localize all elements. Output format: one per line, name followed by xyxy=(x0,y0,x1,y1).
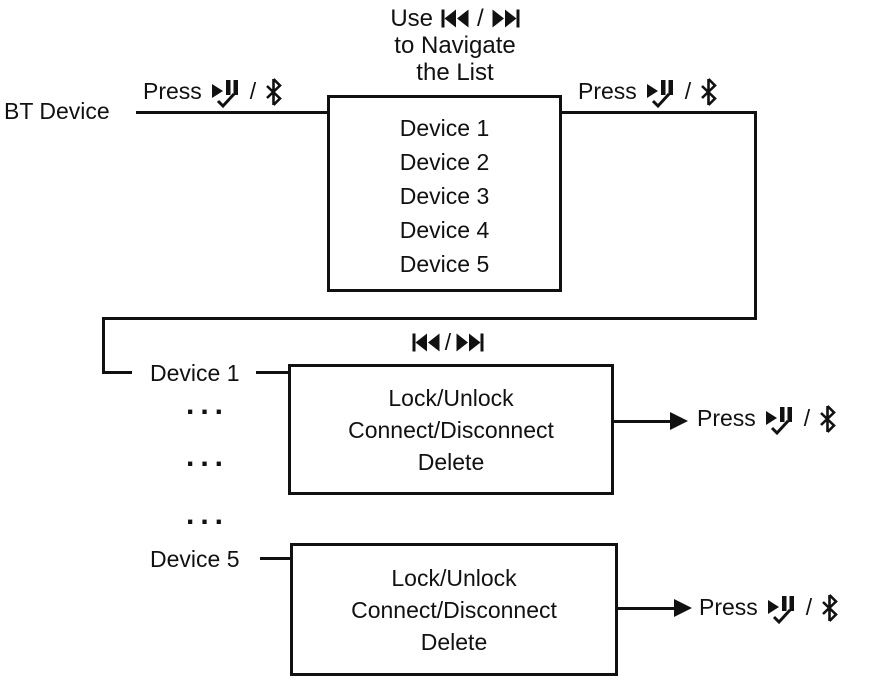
connector-box1-arrow xyxy=(612,420,672,423)
press-instruction-branch1: Press / xyxy=(697,403,837,436)
arrowhead-icon xyxy=(674,599,692,617)
slash-separator: / xyxy=(477,5,484,32)
device-list-item: Device 3 xyxy=(399,183,490,209)
device-list-box: Device 1 Device 2 Device 3 Device 4 Devi… xyxy=(327,95,562,292)
branch-device-label: Device 5 xyxy=(150,546,240,572)
press-instruction-right: Press / xyxy=(578,76,718,109)
branch-device-label: Device 1 xyxy=(150,360,240,386)
play-pause-check-icon xyxy=(646,78,676,109)
bt-device-label: BT Device xyxy=(4,98,110,124)
device-list-item: Device 5 xyxy=(399,251,490,277)
device-actions-box: Lock/Unlock Connect/Disconnect Delete xyxy=(288,364,614,495)
connector-btdevice-to-list xyxy=(136,111,328,114)
bluetooth-icon xyxy=(265,77,283,106)
device-list-item: Device 4 xyxy=(399,217,490,243)
press-instruction-left: Press / xyxy=(143,76,283,109)
title-use-text: Use xyxy=(390,5,433,32)
bluetooth-icon xyxy=(821,593,839,622)
connector-box2-arrow xyxy=(616,607,676,610)
slash-separator: / xyxy=(444,328,452,355)
bluetooth-icon xyxy=(819,404,837,433)
device-actions-box: Lock/Unlock Connect/Disconnect Delete xyxy=(290,543,618,676)
nav-icons-label: / xyxy=(392,328,504,355)
play-pause-check-icon xyxy=(767,594,797,625)
ellipsis-dots: ... xyxy=(186,388,230,421)
next-track-icon xyxy=(492,9,520,28)
press-instruction-branch2: Press / xyxy=(699,592,839,625)
slash-separator: / xyxy=(805,594,813,620)
device-list-item: Device 1 xyxy=(399,115,490,141)
connector-bottom-across xyxy=(102,317,757,320)
diagram-title: Use / to Navigate the List xyxy=(340,5,570,86)
action-item: Connect/Disconnect xyxy=(348,417,554,443)
press-label: Press xyxy=(697,405,756,431)
action-item: Lock/Unlock xyxy=(388,385,514,411)
action-item: Delete xyxy=(417,449,485,475)
press-label: Press xyxy=(143,78,202,104)
slash-separator: / xyxy=(803,405,811,431)
connector-left-down xyxy=(102,317,105,374)
play-pause-check-icon xyxy=(765,405,795,436)
press-label: Press xyxy=(699,594,758,620)
title-line-3: the List xyxy=(416,59,494,86)
bluetooth-icon xyxy=(700,77,718,106)
action-item: Lock/Unlock xyxy=(391,565,517,591)
action-item: Connect/Disconnect xyxy=(351,597,557,623)
arrowhead-icon xyxy=(670,412,688,430)
play-pause-check-icon xyxy=(211,78,241,109)
device-list-item: Device 2 xyxy=(399,149,490,175)
title-line-2: to Navigate xyxy=(394,32,516,59)
slash-separator: / xyxy=(249,78,257,104)
press-label: Press xyxy=(578,78,637,104)
connector-elbow-stub xyxy=(102,371,132,374)
connector-right-down xyxy=(754,111,757,320)
prev-track-icon xyxy=(412,333,440,352)
ellipsis-dots: ... xyxy=(186,498,230,531)
prev-track-icon xyxy=(441,9,469,28)
next-track-icon xyxy=(456,333,484,352)
connector-device1-to-box xyxy=(256,371,290,374)
ellipsis-dots: ... xyxy=(186,440,230,473)
connector-list-to-right xyxy=(560,111,757,114)
action-item: Delete xyxy=(420,629,488,655)
connector-device5-to-box xyxy=(260,557,292,560)
slash-separator: / xyxy=(684,78,692,104)
title-line-1: Use / xyxy=(340,5,570,32)
